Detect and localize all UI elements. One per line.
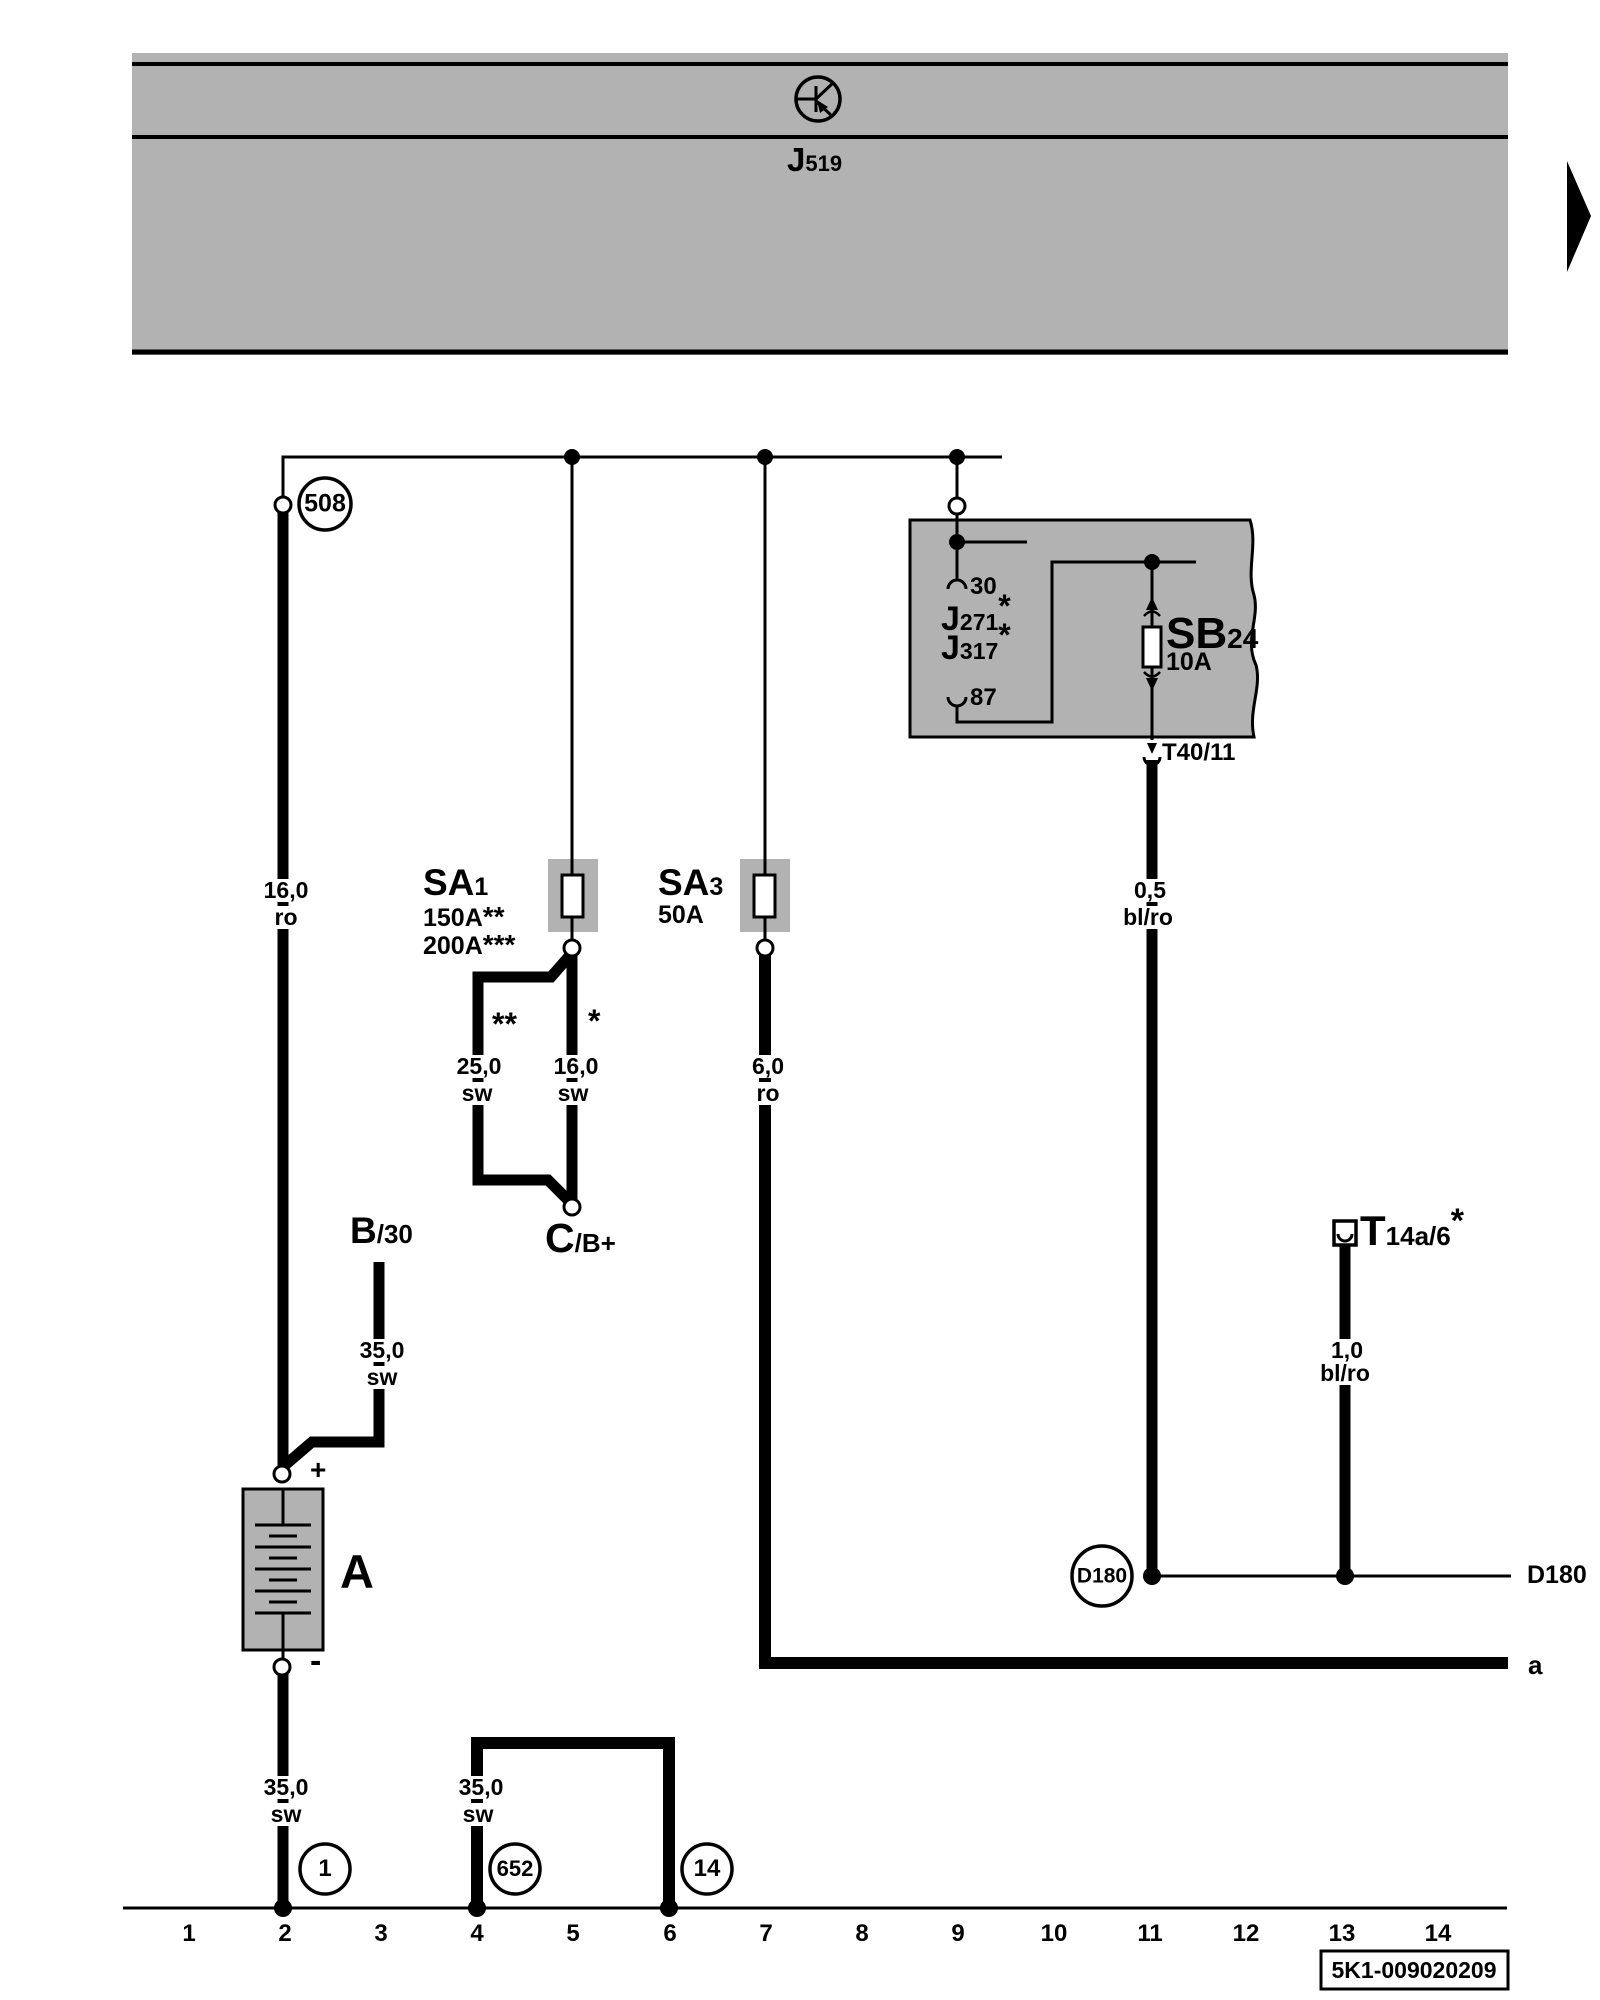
- relay-87-to-sb24-line: [955, 560, 1196, 724]
- terminal-circles: [272, 495, 967, 1677]
- battery-label: A: [340, 1545, 374, 1598]
- fuse-sa3-amps: 50A: [658, 901, 704, 929]
- sb24-arrow-up-arc: [1143, 610, 1161, 617]
- track-number-10: 10: [1040, 1920, 1068, 1947]
- ground-1-label: 1: [318, 1855, 332, 1882]
- wire-16sw-gauge: 16,0: [550, 1055, 602, 1078]
- sb24-arrow-down-arc: [1143, 671, 1161, 678]
- wire-25sw-color: sw: [458, 1082, 496, 1105]
- wire-bridge-color: sw: [459, 1803, 497, 1826]
- part-number-label: 5K1-009020209: [1331, 1957, 1497, 1983]
- track-number-5: 5: [566, 1920, 580, 1947]
- ground-14-label: 14: [693, 1855, 721, 1882]
- track-number-8: 8: [855, 1920, 869, 1947]
- d180-circle-label: D180: [1076, 1564, 1128, 1588]
- d180-circle: [1070, 1544, 1134, 1608]
- track-number-3: 3: [374, 1920, 388, 1947]
- control-module-label: J519: [787, 141, 843, 178]
- fuse-sb24-label: SB24: [1166, 609, 1259, 658]
- wire-16ro-gauge: 16,0: [260, 879, 312, 902]
- t40-exit-contact: [1142, 756, 1162, 767]
- pin-t40-11-label: T40/11: [1162, 739, 1236, 766]
- next-page-arrow-icon[interactable]: [1567, 161, 1591, 272]
- sb24-arrow-up-icon: [1146, 597, 1158, 610]
- terminal-87-label: 87: [970, 684, 997, 711]
- terminal-30-contact: [946, 578, 968, 590]
- d180-right-label: D180: [1527, 1561, 1587, 1589]
- plus-bus-line: [281, 455, 1002, 497]
- connector-t14-symbol: [1332, 1219, 1358, 1247]
- part-number-box: [1319, 1949, 1510, 1991]
- fuse-sa3-label: SA3: [658, 862, 724, 903]
- track-number-7: 7: [759, 1920, 773, 1947]
- battery-plus-label: +: [310, 1454, 327, 1485]
- relay-box: [908, 518, 1259, 739]
- contact-symbols: [946, 578, 1162, 767]
- track-number-1: 1: [182, 1920, 196, 1947]
- wire-10blro-color: bl/ro: [1317, 1362, 1373, 1385]
- ground-508-circle: [297, 476, 353, 532]
- relay-j271-label: J271*: [941, 588, 1011, 638]
- sb24-arrow-down-icon: [1146, 678, 1158, 691]
- terminal-30-label: 30: [970, 573, 997, 600]
- reference-circles: [297, 476, 1134, 1896]
- t40-exit-arrow-icon: [1147, 743, 1157, 754]
- terminal-87-contact: [946, 696, 968, 708]
- fuse-sa1-label: SA1: [423, 862, 489, 903]
- wire-05blro-gauge: 0,5: [1131, 879, 1169, 902]
- sa1-left-star: **: [492, 1006, 517, 1042]
- wire-6ro-gauge: 6,0: [749, 1055, 787, 1078]
- wire-bridge-gauge: 35,0: [455, 1776, 507, 1799]
- track-number-11: 11: [1137, 1920, 1163, 1947]
- track-number-6: 6: [663, 1920, 677, 1947]
- wire-b30-gauge: 35,0: [356, 1339, 408, 1362]
- ground-14-circle: [680, 1842, 734, 1896]
- control-module-panel: [132, 53, 1508, 355]
- wire-batgnd-gauge: 35,0: [260, 1776, 312, 1799]
- ground-1-circle: [298, 1842, 352, 1896]
- ground-508-label: 508: [304, 489, 346, 518]
- wire-a-label: a: [1528, 1650, 1543, 1680]
- wire-batgnd-color: sw: [267, 1803, 305, 1826]
- terminal-b30-label: B/30: [350, 1210, 413, 1251]
- wire-10blro-gauge: 1,0: [1328, 1339, 1366, 1362]
- connector-t14-label: T14a/6*: [1360, 1202, 1464, 1254]
- terminal-cbplus-label: C/B+: [545, 1215, 616, 1261]
- thin-wires: [123, 455, 1511, 1910]
- track-number-13: 13: [1328, 1920, 1356, 1947]
- fuse-sb24-element: [1141, 625, 1163, 669]
- battery-minus-label: -: [310, 1642, 322, 1680]
- wire-b30-color: sw: [363, 1366, 401, 1389]
- wire-sa1-left-25sw: [472, 949, 577, 1206]
- track-number-2: 2: [278, 1920, 292, 1947]
- battery-symbol: [241, 1487, 325, 1659]
- thick-wires: [277, 510, 1508, 1908]
- ground-652-circle: [488, 1842, 542, 1896]
- fuse-sa1-amps1: 150A**: [423, 901, 505, 932]
- sa1-right-star: *: [588, 1003, 601, 1039]
- wire-b30-35sw: [280, 1262, 385, 1471]
- fuse-sa1-element: [560, 873, 585, 919]
- junction-dots: [274, 449, 1354, 1917]
- track-number-9: 9: [951, 1920, 965, 1947]
- wire-05blro-color: bl/ro: [1120, 906, 1176, 929]
- wire-6ro-color: ro: [753, 1082, 783, 1105]
- battery-minus-terminal: [272, 1657, 292, 1677]
- track-number-12: 12: [1232, 1920, 1260, 1947]
- wire-25sw-gauge: 25,0: [453, 1055, 505, 1078]
- fuse-sb24-amps: 10A: [1166, 648, 1212, 676]
- wire-16sw-color: sw: [554, 1082, 592, 1105]
- relay-j317-label: J317*: [941, 617, 1011, 667]
- wire-16ro-color: ro: [271, 906, 301, 929]
- electronics-symbol-icon: [794, 75, 842, 123]
- ground-652-label: 652: [496, 1856, 534, 1881]
- battery-plus-terminal: [272, 1464, 292, 1484]
- track-number-14: 14: [1424, 1920, 1452, 1947]
- wire-sa3-6ro-a: [759, 955, 1508, 1669]
- fuse-sa1-amps2: 200A***: [423, 929, 516, 960]
- fuse-sa3-element: [752, 873, 777, 919]
- track-number-4: 4: [470, 1920, 484, 1947]
